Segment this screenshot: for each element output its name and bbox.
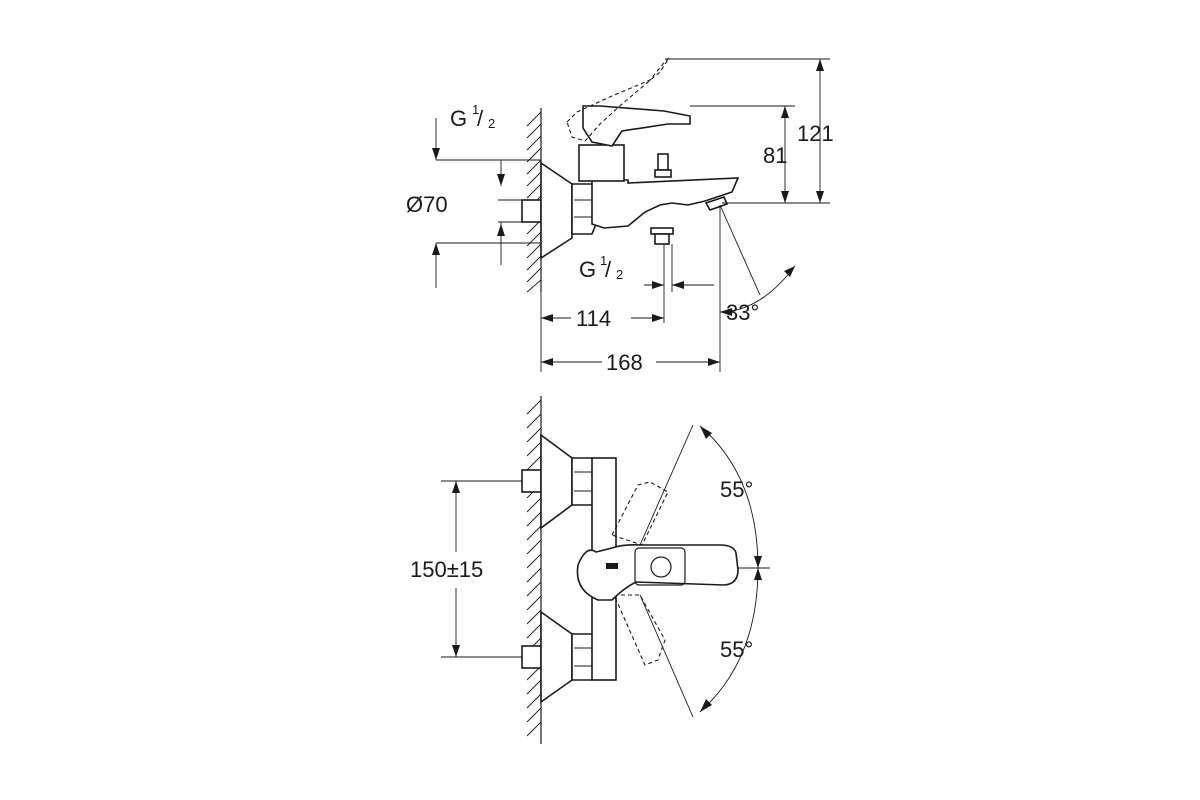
svg-text:/: / [477,106,484,131]
spout-angle-label: 33° [726,300,759,325]
wall-connector [521,199,542,223]
wall-top [526,396,542,744]
angle-upper-label: 55° [720,477,753,502]
angle-lower-label: 55° [720,637,753,662]
lever-position-right [613,594,666,666]
diverter-base [654,169,672,178]
lower-outlet [654,233,670,245]
lever-logo-mark [606,563,618,569]
thread-label-bottom-num: 1 [600,253,607,268]
flange-upper [540,433,573,530]
height-dims: 121 81 [665,58,834,204]
top-view: 150±15 55° 55° [410,396,770,744]
wall-connector-upper [521,469,542,493]
svg-text:/: / [605,257,612,282]
centers-label: 150±15 [410,557,483,582]
flange-diameter-dim: Ø70 [406,192,541,288]
dim-outlet-label: 114 [576,306,611,331]
cartridge-housing [578,144,625,182]
thread-label-top-den: 2 [488,116,495,131]
lever-recess [634,547,686,586]
thread-dim-top: G 1 / 2 [432,102,541,186]
spout-angle-dim: 33° [719,204,796,372]
flange-diameter-label: Ø70 [406,192,448,217]
lower-outlet-nut [650,227,674,235]
side-view: G 1 / 2 Ø70 121 [406,57,834,375]
mixer-body [591,177,740,229]
lever-handle [582,105,691,147]
thread-label-top-prefix: G [450,106,467,131]
horizontal-dims: 114 168 [540,292,720,375]
thread-dim-bottom: G 1 / 2 [579,253,714,289]
dim-total-label: 168 [606,350,643,375]
lever-angle-dims: 55° 55° [639,424,770,718]
thread-label-bottom-prefix: G [579,257,596,282]
flange-lower [540,610,573,704]
spout-aerator [704,196,729,211]
thread-label-top-num: 1 [472,102,479,117]
centers-dim: 150±15 [410,480,522,658]
lever-indicator [650,556,672,578]
flange-cover [540,161,573,260]
wall-connector-lower [521,645,542,669]
thread-label-bottom-den: 2 [616,267,623,282]
lever-position-left [611,481,669,546]
height-spout-label: 81 [763,143,787,168]
height-lever-raised-label: 121 [797,121,834,146]
lever-handle-top [576,544,739,601]
diverter-knob [657,153,669,171]
